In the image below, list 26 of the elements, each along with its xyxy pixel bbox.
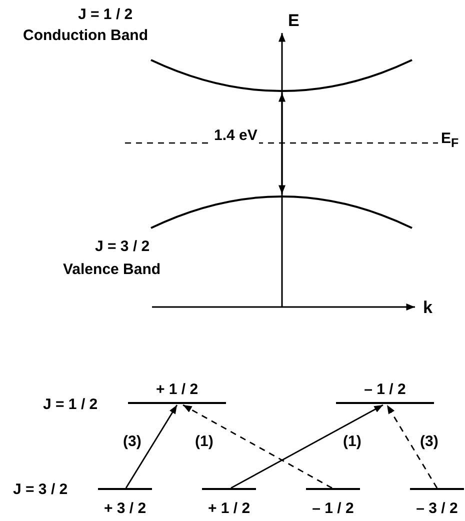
sublevel-label: + 1 / 2 bbox=[154, 381, 200, 398]
band-label: J = 1 / 2 bbox=[78, 6, 133, 23]
band-label: J = 3 / 2 bbox=[95, 238, 150, 255]
energy-level bbox=[336, 382, 434, 404]
edge-label: (1) bbox=[194, 433, 214, 450]
axis-label: E bbox=[288, 12, 300, 29]
quantum-number-label: J = 1 / 2 bbox=[43, 396, 98, 413]
transition-arrow bbox=[125, 404, 178, 488]
sublevel-label: – 1 / 2 bbox=[311, 500, 355, 517]
band-label: Conduction Band bbox=[23, 27, 148, 44]
transition-arrow bbox=[386, 404, 438, 488]
edge-label: (3) bbox=[419, 433, 440, 450]
transition-arrow bbox=[230, 404, 384, 489]
edge-label: (1) bbox=[342, 433, 362, 450]
sublevel-label: + 3 / 2 bbox=[102, 500, 148, 517]
transition-arrow bbox=[182, 404, 332, 489]
axis-label: k bbox=[423, 299, 432, 316]
sublevel-label: – 3 / 2 bbox=[415, 500, 459, 517]
fermi-level-label: E$_{F}$ bbox=[441, 130, 459, 152]
sublevel-label: – 1 / 2 bbox=[363, 381, 407, 398]
energy-level bbox=[128, 382, 226, 404]
quantum-number-label: J = 3 / 2 bbox=[13, 481, 68, 498]
edge-label: (3) bbox=[122, 433, 142, 450]
band-label: Valence Band bbox=[63, 261, 161, 278]
energy-gap-label: 1.4 eV bbox=[212, 127, 260, 144]
sublevel-label: + 1 / 2 bbox=[206, 500, 252, 517]
